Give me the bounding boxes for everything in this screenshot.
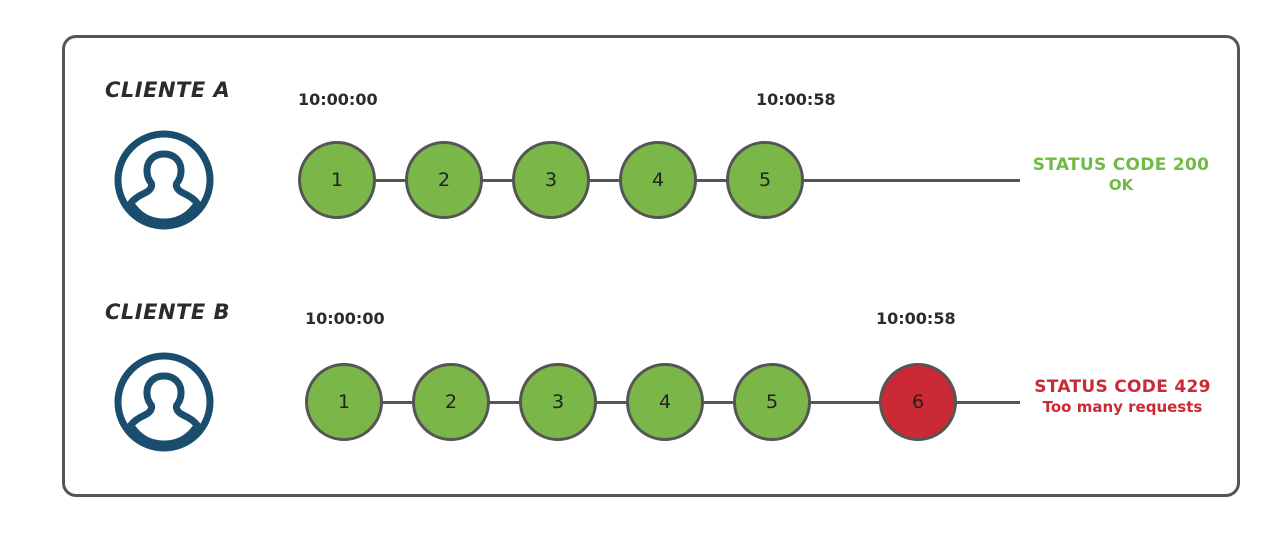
connector xyxy=(381,401,417,404)
request-node[interactable]: 1 xyxy=(305,363,383,441)
request-node[interactable]: 3 xyxy=(512,141,590,219)
request-node[interactable]: 5 xyxy=(733,363,811,441)
user-avatar-icon xyxy=(112,128,216,232)
request-node[interactable]: 3 xyxy=(519,363,597,441)
status-badge-a: STATUS CODE 200 OK xyxy=(1020,155,1222,194)
connector-to-status xyxy=(802,179,1020,182)
client-a-label: CLIENTE A xyxy=(105,78,231,102)
connector xyxy=(374,179,410,182)
timestamp-start-a: 10:00:00 xyxy=(298,90,378,109)
request-node[interactable]: 1 xyxy=(298,141,376,219)
client-row-b: CLIENTE B 10:00:00 10:00:58 1 2 3 4 5 6 … xyxy=(0,282,1280,512)
connector xyxy=(695,179,731,182)
user-avatar-icon xyxy=(112,350,216,454)
connector xyxy=(588,179,624,182)
timestamp-end-b: 10:00:58 xyxy=(876,309,956,328)
timestamp-end-a: 10:00:58 xyxy=(756,90,836,109)
connector xyxy=(595,401,631,404)
status-message-text: Too many requests xyxy=(1042,398,1203,416)
request-node[interactable]: 4 xyxy=(626,363,704,441)
connector xyxy=(702,401,738,404)
request-node[interactable]: 5 xyxy=(726,141,804,219)
diagram-frame xyxy=(62,35,1240,497)
client-b-label: CLIENTE B xyxy=(105,300,231,324)
connector xyxy=(481,179,517,182)
timestamp-start-b: 10:00:00 xyxy=(305,309,385,328)
status-badge-b: STATUS CODE 429 Too many requests xyxy=(1020,377,1225,416)
status-code-text: STATUS CODE 429 xyxy=(1034,377,1211,397)
client-row-a: CLIENTE A 10:00:00 10:00:58 1 2 3 4 5 ST… xyxy=(0,60,1280,290)
request-node[interactable]: 2 xyxy=(405,141,483,219)
connector-to-status xyxy=(955,401,1020,404)
request-node[interactable]: 2 xyxy=(412,363,490,441)
status-code-text: STATUS CODE 200 xyxy=(1032,155,1210,175)
request-node-blocked[interactable]: 6 xyxy=(879,363,957,441)
connector xyxy=(809,401,881,404)
request-node[interactable]: 4 xyxy=(619,141,697,219)
connector xyxy=(488,401,524,404)
status-message-text: OK xyxy=(1108,176,1134,194)
